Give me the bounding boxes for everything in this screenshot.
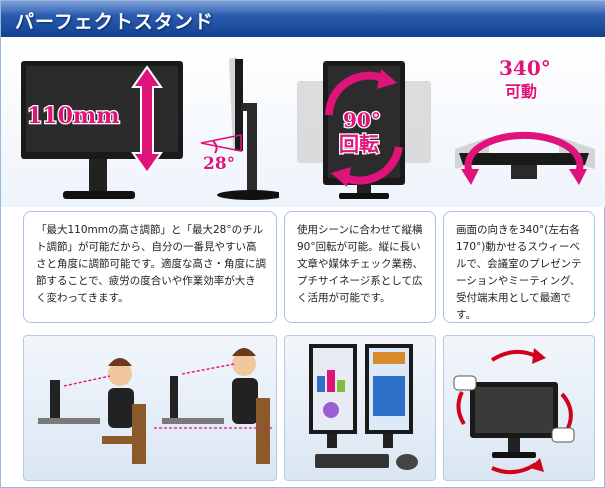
swivel-illustration: 340° 可動 xyxy=(455,55,595,185)
tilt-illustration: 28° xyxy=(200,57,279,200)
feature-illustration-strip: 110mm 28° 90° 回転 xyxy=(1,37,605,207)
pivot-description: 使用シーンに合わせて縦横90°回転が可能。縦に長い文章や媒体チェック業務、プチサ… xyxy=(297,224,423,304)
height-label: 110mm xyxy=(27,103,119,129)
swivel-usage-photo xyxy=(443,335,595,481)
swivel-description: 画面の向きを340°(左右各170°)動かせるスウィーベルで、会議室のプレゼンテ… xyxy=(456,224,582,321)
pivot-word-label: 回転 xyxy=(339,132,379,156)
pivot-usage-photo xyxy=(284,335,436,481)
height-tilt-description-box: 「最大110mmの高さ調節」と「最大28°のチルト調節」が可能だから、自分の一番… xyxy=(23,211,277,323)
pivot-description-box: 使用シーンに合わせて縦横90°回転が可能。縦に長い文章や媒体チェック業務、プチサ… xyxy=(284,211,436,323)
swivel-degree-label: 340° xyxy=(499,56,551,80)
swivel-word-label: 可動 xyxy=(505,82,537,101)
swivel-description-box: 画面の向きを340°(左右各170°)動かせるスウィーベルで、会議室のプレゼンテ… xyxy=(443,211,595,323)
tilt-label: 28° xyxy=(203,154,235,174)
dual-portrait-monitor-illustration xyxy=(309,344,418,470)
ergonomic-scene-illustration xyxy=(38,348,274,464)
pivot-degree-label: 90° xyxy=(343,108,381,132)
pivot-illustration: 90° 回転 xyxy=(297,61,431,199)
height-tilt-description: 「最大110mmの高さ調節」と「最大28°のチルト調節」が可能だから、自分の一番… xyxy=(36,224,266,304)
page-title: パーフェクトスタンド xyxy=(15,11,214,33)
height-adjust-illustration: 110mm xyxy=(21,61,183,199)
swivel-monitor-illustration xyxy=(453,348,575,475)
header-shine xyxy=(1,1,605,15)
header-bar: パーフェクトスタンド xyxy=(1,1,605,37)
ergonomic-usage-photo xyxy=(23,335,277,481)
